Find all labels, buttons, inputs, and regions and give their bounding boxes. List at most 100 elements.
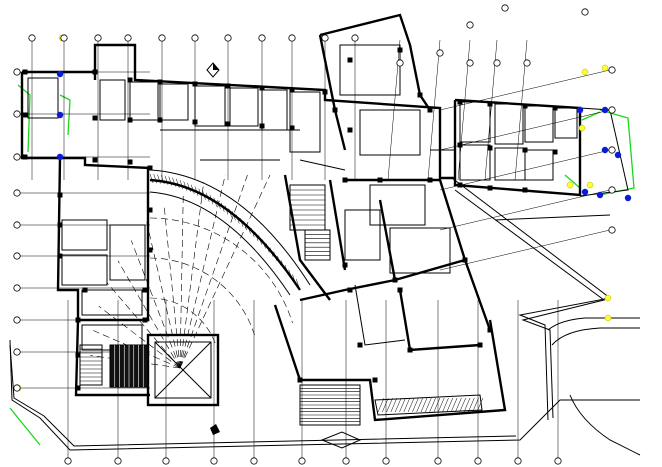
curved-wall-hatch <box>161 174 165 185</box>
room-partition <box>61 219 108 251</box>
grid-bubble-bottom <box>114 457 122 465</box>
structural-column <box>225 83 231 89</box>
ramp-hatch-line <box>416 397 423 413</box>
structural-column <box>92 157 98 163</box>
curved-wall-hatch <box>258 235 262 245</box>
stair-outline <box>304 229 331 261</box>
grid-bubble-top <box>94 34 102 42</box>
room-partition <box>494 103 524 145</box>
curved-wall-hatch <box>251 228 255 238</box>
room-partition <box>99 79 126 121</box>
structural-column <box>297 377 303 383</box>
grid-bubble-top <box>436 49 444 57</box>
room-partition <box>524 105 554 143</box>
curved-wall-hatch <box>217 200 221 210</box>
ramp-hatch-line <box>399 397 406 413</box>
curved-wall-hatch <box>247 224 251 234</box>
structural-column <box>407 347 413 353</box>
seating-ray <box>179 182 205 369</box>
structural-column <box>342 177 348 183</box>
curved-wall-hatch <box>273 251 277 261</box>
structural-column <box>75 317 81 323</box>
seating-arc <box>149 217 293 324</box>
structural-column <box>457 142 463 148</box>
structural-column <box>147 207 153 213</box>
grid-bubble-bottom <box>342 457 350 465</box>
grid-bubble-top <box>158 34 166 42</box>
grid-bubble-right <box>608 106 616 114</box>
structural-column <box>92 115 98 121</box>
curved-wall-hatch <box>179 179 184 190</box>
structural-column <box>75 352 81 358</box>
structural-column <box>192 81 198 87</box>
structural-column <box>457 182 463 188</box>
structural-column <box>127 117 133 123</box>
structural-column <box>75 385 81 391</box>
seating-ray <box>146 222 181 369</box>
structural-column <box>427 177 433 183</box>
room-partition <box>109 224 146 281</box>
curved-wall-hatch <box>149 173 154 184</box>
structural-column <box>22 69 28 75</box>
curved-wall-hatch <box>228 208 232 218</box>
site-boundary <box>9 177 641 456</box>
highlighted-column <box>576 106 584 114</box>
grid-bubble-top <box>288 34 296 42</box>
room-partition <box>554 107 578 139</box>
structural-column <box>377 177 383 183</box>
ramp-hatch-line <box>425 397 432 413</box>
curved-wall-hatch <box>266 243 270 253</box>
structural-column <box>427 107 433 113</box>
highlighted-column <box>596 191 604 199</box>
room-partition <box>494 147 526 181</box>
curved-wall-hatch <box>187 182 191 193</box>
entrance-ramp <box>374 394 484 416</box>
room-partition <box>359 109 421 156</box>
structural-columns <box>14 34 632 392</box>
structural-column <box>259 85 265 91</box>
grid-bubble-top <box>466 59 474 67</box>
seating-arc <box>149 257 255 336</box>
grid-bubble-bottom <box>210 457 218 465</box>
structural-column <box>225 121 231 127</box>
grid-bubble-left <box>13 384 21 392</box>
structural-column <box>192 119 198 125</box>
structural-column <box>347 57 353 63</box>
room-partition <box>229 87 259 127</box>
grid-bubble-bottom <box>474 457 482 465</box>
curved-wall-hatch <box>284 264 289 275</box>
grid-bubble-bottom <box>554 457 562 465</box>
structural-column <box>477 342 483 348</box>
structural-column <box>347 287 353 293</box>
room-partition <box>289 91 321 153</box>
structural-column <box>147 165 153 171</box>
grid-bubble-left <box>13 221 21 229</box>
structural-column <box>22 112 28 118</box>
room-partition <box>339 44 401 96</box>
curved-wall-hatch <box>168 176 172 186</box>
grid-bubble-left <box>13 316 21 324</box>
structural-column <box>487 145 493 151</box>
curved-wall-hatch <box>198 188 202 198</box>
grid-bubble-left <box>13 252 21 260</box>
structural-column <box>397 47 403 53</box>
curved-wall-hatch <box>194 186 199 196</box>
survey-marker <box>581 68 589 76</box>
grid-bubble-top <box>321 34 329 42</box>
grid-axis-bubbles <box>13 4 616 465</box>
partition-line <box>299 159 346 171</box>
highlighted-column <box>581 188 589 196</box>
ramp-hatch-line <box>403 397 411 413</box>
curved-wall-hatch <box>277 256 281 266</box>
curved-wall-hatch <box>202 190 206 200</box>
room-partition <box>344 209 381 261</box>
structural-column <box>289 87 295 93</box>
structural-column <box>372 377 378 383</box>
room-partition <box>459 101 491 143</box>
structural-column <box>487 327 493 333</box>
survey-marker <box>604 314 612 322</box>
grid-bubble-right <box>608 66 616 74</box>
curved-wall-hatch <box>262 239 266 249</box>
highlighted-column <box>624 194 632 202</box>
